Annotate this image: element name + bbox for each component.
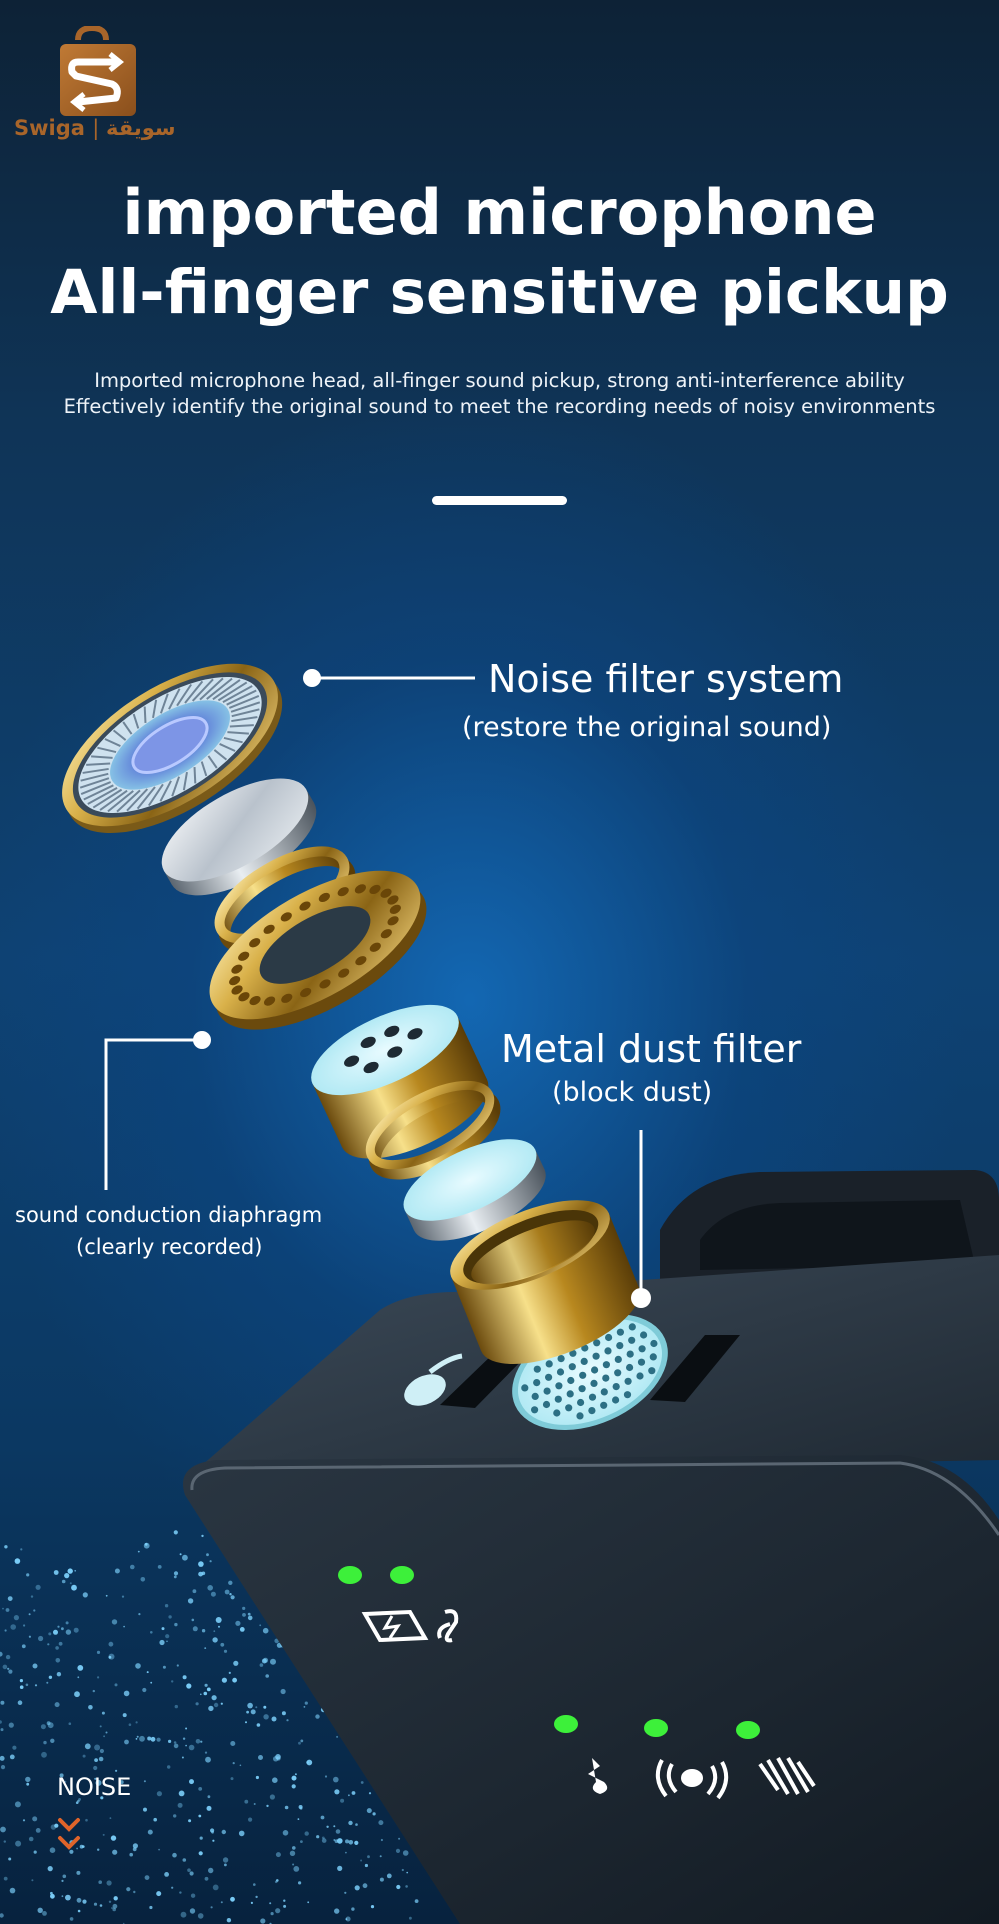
broadcast-icon — [655, 1759, 729, 1800]
callout-dots — [193, 669, 651, 1308]
noise-wave-icon — [758, 1756, 816, 1796]
headline-line-1: imported microphone — [122, 176, 877, 249]
brand-separator: | — [92, 116, 107, 140]
pairing-link-icon — [437, 1609, 459, 1643]
noise-filter-subtitle: (restore the original sound) — [462, 712, 832, 743]
receiver-device — [183, 1170, 999, 1924]
section-divider — [432, 496, 567, 505]
battery-icon — [361, 1609, 429, 1643]
metal-dust-filter-subtitle: (block dust) — [552, 1077, 713, 1108]
microphone-exploded-view — [62, 663, 640, 1364]
callout-leaders — [104, 676, 643, 1298]
indicator-led — [390, 1566, 414, 1584]
indicator-led — [644, 1719, 668, 1737]
brand-arabic-name: سويقة — [106, 116, 176, 140]
indicator-led — [554, 1715, 578, 1733]
chevron-down-icon — [58, 1818, 80, 1850]
noise-badge-label: NOISE — [57, 1773, 132, 1801]
microphone-glyph — [404, 1353, 463, 1406]
metal-dust-filter-title: Metal dust filter — [501, 1027, 802, 1071]
mute-icon — [588, 1758, 608, 1794]
indicator-led — [338, 1566, 362, 1584]
subtitle-line-2: Effectively identify the original sound … — [63, 395, 936, 418]
sound-conduction-subtitle: (clearly recorded) — [76, 1235, 263, 1259]
subtitle-line-1: Imported microphone head, all-finger sou… — [94, 369, 905, 392]
brand-latin-name: Swiga — [14, 116, 85, 140]
noise-filter-title: Noise filter system — [488, 657, 844, 701]
device-status-panel — [338, 1566, 816, 1800]
brand-logo-icon — [60, 26, 136, 116]
indicator-led — [736, 1721, 760, 1739]
sound-conduction-title: sound conduction diaphragm — [15, 1203, 323, 1227]
headline-line-2: All-finger sensitive pickup — [50, 257, 949, 328]
brand-wordmark: Swiga | سويقة — [14, 116, 184, 140]
